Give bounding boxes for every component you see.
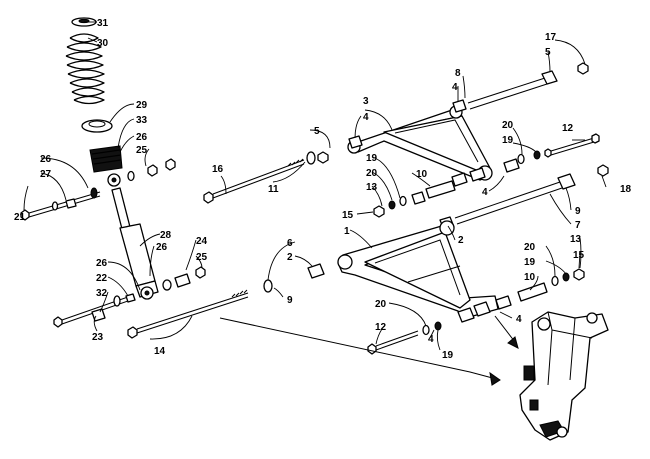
callout-label: 10 <box>524 272 536 283</box>
callout-label: 15 <box>342 210 354 221</box>
callout-label: 5 <box>545 47 551 58</box>
callout-label: 13 <box>570 234 582 245</box>
callout-label: 4 <box>482 187 488 198</box>
callout-label: 29 <box>136 100 148 111</box>
callout-label: 2 <box>458 235 464 246</box>
callout-label: 26 <box>96 258 108 269</box>
callout-label: 10 <box>416 169 428 180</box>
lower-a-arm <box>337 220 499 323</box>
callout-label: 30 <box>97 38 109 49</box>
callout-label: 2 <box>287 252 293 263</box>
connection-arrows <box>219 315 519 386</box>
upper-a-arm <box>347 105 493 181</box>
callout-label: 21 <box>14 212 26 223</box>
callout-label: 20 <box>502 120 514 131</box>
bump-stop <box>89 145 123 173</box>
callout-label: 24 <box>196 236 208 247</box>
callout-label: 27 <box>40 169 52 180</box>
callout-label: 19 <box>502 135 514 146</box>
callout-label: 4 <box>363 112 369 123</box>
callout-label: 4 <box>428 334 434 345</box>
callout-label: 26 <box>40 154 52 165</box>
callout-label: 19 <box>366 153 378 164</box>
upper-rear-hardware <box>517 133 600 165</box>
callout-label: 4 <box>452 82 458 93</box>
steering-spindle <box>519 311 609 441</box>
callout-label: 25 <box>136 145 148 156</box>
callout-label: 31 <box>97 18 109 29</box>
callout-label: 33 <box>136 115 148 126</box>
callout-label: 17 <box>545 32 557 43</box>
callout-label: 20 <box>524 242 536 253</box>
upper-shock-bolt <box>20 187 101 221</box>
coil-spring <box>65 33 105 105</box>
callout-label: 5 <box>314 126 320 137</box>
callout-label: 16 <box>212 164 224 175</box>
shock-upper-bushing <box>107 173 121 187</box>
callout-label: 19 <box>442 350 454 361</box>
upper-bolt-16 <box>203 151 329 204</box>
callout-labels: 3130293326252627212826242526223223141611… <box>14 18 632 361</box>
callout-label: 9 <box>287 295 293 306</box>
callout-label: 1 <box>344 226 350 237</box>
callout-label: 20 <box>375 299 387 310</box>
callout-label: 26 <box>136 132 148 143</box>
shock-body <box>111 187 159 300</box>
callout-label: 13 <box>366 182 378 193</box>
upper-front-hardware <box>373 180 456 218</box>
upper-arm-bushings <box>348 99 520 187</box>
callout-label: 4 <box>516 314 522 325</box>
callout-label: 28 <box>160 230 172 241</box>
callout-label: 8 <box>455 68 461 79</box>
callout-label: 19 <box>524 257 536 268</box>
callout-label: 3 <box>363 96 369 107</box>
callout-label: 23 <box>92 332 104 343</box>
callout-label: 9 <box>575 206 581 217</box>
callout-label: 25 <box>196 252 208 263</box>
callout-label: 26 <box>156 242 168 253</box>
callout-label: 15 <box>573 250 585 261</box>
upper-mount-washers <box>127 158 176 182</box>
callout-label: 11 <box>268 184 279 195</box>
lower-shock-hardware <box>53 266 206 328</box>
lower-rear-hardware <box>495 268 585 310</box>
washer-and-bushing-6 <box>263 263 325 293</box>
callout-label: 12 <box>562 123 574 134</box>
spring-seat <box>81 119 113 133</box>
callout-label: 12 <box>375 322 387 333</box>
callout-label: 7 <box>575 220 581 231</box>
upper-shaft-8 <box>467 62 589 110</box>
long-bolt-lower <box>127 289 249 339</box>
leader-lines <box>23 21 607 351</box>
callout-label: 18 <box>620 184 632 195</box>
callout-label: 20 <box>366 168 378 179</box>
callout-label: 32 <box>96 288 108 299</box>
callout-label: 6 <box>287 238 293 249</box>
callout-label: 22 <box>96 273 108 284</box>
callout-label: 14 <box>154 346 166 357</box>
